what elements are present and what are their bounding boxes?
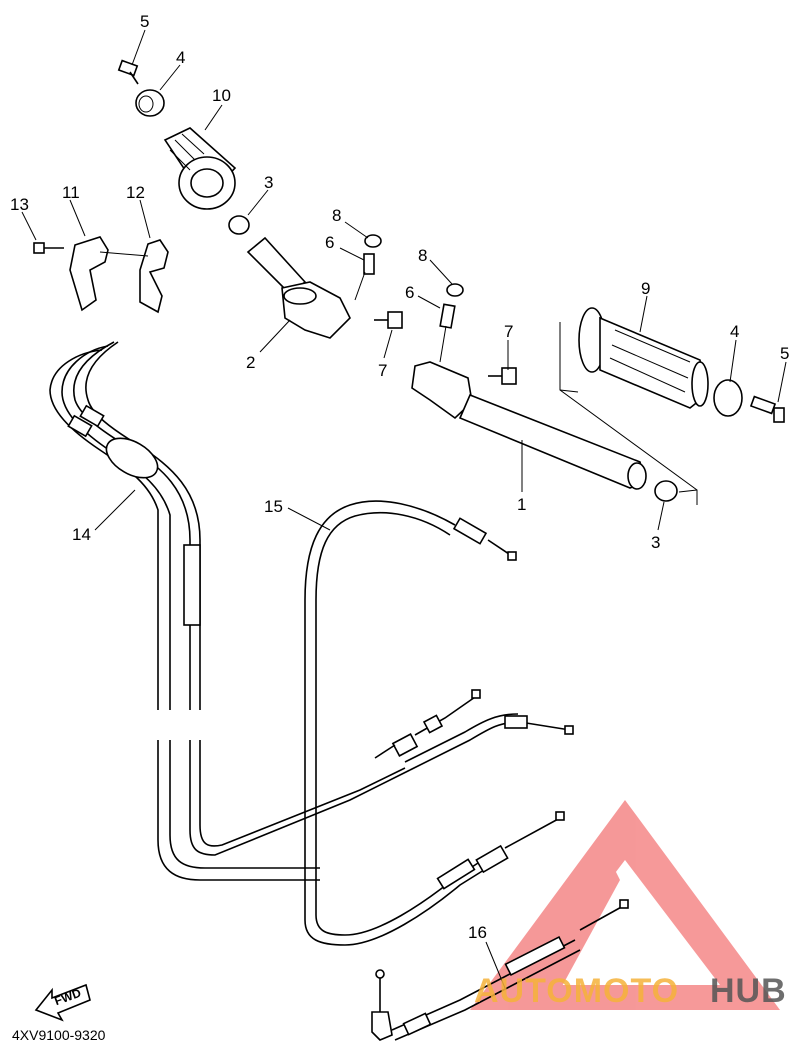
bolt-8-right (446, 283, 464, 297)
callout-3-right: 3 (651, 533, 660, 552)
callout-13: 13 (10, 195, 29, 214)
cable-ends-lower (475, 811, 565, 874)
callout-5-top: 5 (140, 12, 149, 31)
callout-7-right: 7 (504, 322, 513, 341)
grip-9 (578, 307, 709, 409)
end-weight-4-right (713, 379, 743, 417)
bolt-5-top (117, 59, 139, 85)
callout-11: 11 (62, 183, 80, 202)
callout-5-right: 5 (780, 344, 789, 363)
callout-10: 10 (212, 86, 231, 105)
callout-14: 14 (72, 525, 91, 544)
callout-8-right: 8 (418, 246, 427, 265)
callout-12: 12 (126, 183, 145, 202)
collar-3-right (654, 480, 678, 502)
callout-16: 16 (468, 923, 487, 942)
collar-3-top (228, 215, 250, 235)
callout-8-left: 8 (332, 206, 341, 225)
handlebar-left-2 (246, 236, 351, 339)
cable-16 (371, 899, 629, 1041)
callout-3-top: 3 (264, 173, 273, 192)
bolt-6-left (363, 253, 375, 275)
end-weight-4-top (135, 89, 165, 117)
cable-ends-upper (374, 689, 574, 771)
fwd-arrow: FWD (34, 983, 91, 1022)
holder-12 (139, 239, 169, 314)
callout-15: 15 (264, 497, 283, 516)
callout-1: 1 (517, 495, 526, 514)
callout-2: 2 (246, 353, 255, 372)
bolt-5-right (749, 395, 785, 423)
callout-6-left: 6 (325, 233, 334, 252)
bracket-lines (559, 322, 698, 505)
watermark-hub: HUB (710, 972, 787, 1010)
clutch-cable-15 (304, 500, 517, 946)
watermark-auto: AUTOMOTO (474, 972, 679, 1010)
bolt-7-left (374, 311, 403, 329)
watermark-text: AUTOMOTO HUB (474, 972, 787, 1010)
screw-13 (33, 242, 64, 254)
callout-4-top: 4 (176, 48, 185, 67)
bolt-6-right (439, 303, 456, 329)
callout-6-right: 6 (405, 283, 414, 302)
callout-7-left: 7 (378, 361, 387, 380)
callout-numbers: 5 4 10 3 13 11 12 8 6 2 7 8 6 7 9 4 5 1 … (10, 12, 789, 942)
holder-11 (69, 236, 109, 312)
throttle-grip-10 (163, 127, 237, 210)
throttle-cables-14 (49, 341, 411, 881)
bolt-8-left (364, 234, 382, 248)
callout-9: 9 (641, 279, 650, 298)
part-code: 4XV9100-9320 (12, 1027, 106, 1043)
bolt-7-right (488, 367, 517, 385)
callout-4-right: 4 (730, 322, 739, 341)
handlebar-right-1 (411, 361, 647, 490)
leader-lines (21, 29, 787, 989)
